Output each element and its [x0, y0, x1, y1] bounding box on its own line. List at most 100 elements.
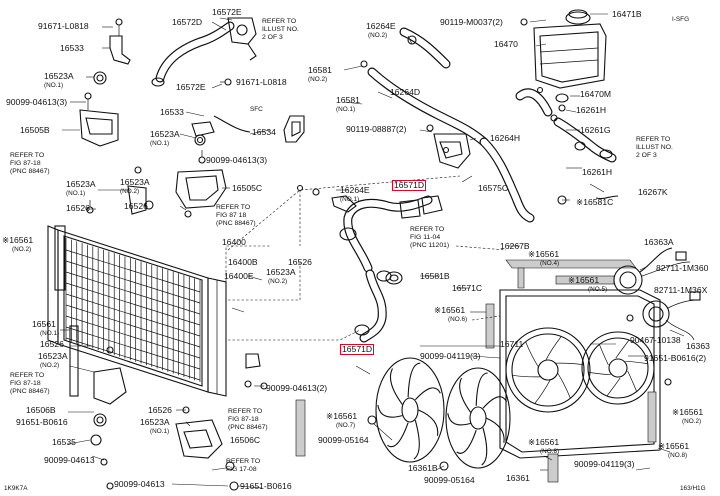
- label-16561-no6-sub: (NO.6): [448, 316, 468, 323]
- label-16470: 16470: [494, 39, 518, 49]
- label-16264e-no1: 16264E: [340, 185, 370, 195]
- label-16506c: 16506C: [230, 435, 261, 445]
- label-16561-no1: 16561: [32, 319, 56, 329]
- label-16505c: 16505C: [232, 183, 263, 193]
- fan-motor-16363a: [613, 247, 691, 295]
- seal-strip: [517, 267, 525, 289]
- label-90119-08887: 90119-08887(2): [346, 124, 407, 134]
- label-16561-no6: ※16561: [434, 305, 466, 315]
- label-16267b: 16267B: [500, 241, 530, 251]
- label-16581-no2-sub: (NO.2): [308, 76, 328, 83]
- label-16523a-no1-b-sub: (NO.1): [150, 140, 170, 147]
- label-90099-04613-2: 90099-04613(2): [266, 383, 328, 393]
- fan-shroud: [499, 289, 661, 459]
- radiator-tube: [65, 337, 201, 381]
- upper-hose-assembly: [296, 184, 443, 343]
- label-16261h-a: 16261H: [576, 105, 607, 115]
- bracket-16505c: [175, 121, 227, 218]
- label-16264e-no2-sub: (NO.2): [368, 32, 388, 39]
- reservoir-hose: [515, 88, 619, 205]
- bypass-hoses: [360, 27, 535, 223]
- label-16561-no7-sub: (NO.7): [336, 422, 356, 429]
- reservoir-tank: [520, 9, 607, 112]
- corner-code-bottom-right: 163/H1G: [680, 485, 706, 492]
- label-16561-no8-a-sub: (NO.8): [540, 448, 560, 455]
- label-16361b: 16361B: [408, 463, 438, 473]
- label-16523a-no2-d: 16523A: [120, 177, 150, 187]
- radiator-brackets: [79, 18, 154, 215]
- label-16572e-b: 16572E: [176, 82, 206, 92]
- shroud-spoke: [525, 341, 539, 368]
- seal-no2-right: [647, 391, 657, 443]
- label-16523a-no2-e: 16523A: [266, 267, 296, 277]
- label-16581b: 16581B: [420, 271, 450, 281]
- leader-lines: [60, 13, 685, 489]
- label-16523a-no2-f-sub: (NO.2): [40, 362, 60, 369]
- label-16581-no2: 16581: [308, 65, 332, 75]
- label-16523a-no1-g-sub: (NO.1): [150, 428, 170, 435]
- label-16523a-no2-e-sub: (NO.2): [268, 278, 288, 285]
- shroud-spoke: [588, 372, 611, 376]
- refer-fig-87-18-b: REFER TO FIG 87 18 (PNC 88467): [216, 204, 256, 227]
- label-16471b: 16471B: [612, 9, 642, 19]
- label-90099-04613-b: 90099-04613: [114, 479, 165, 489]
- fan-blade: [447, 413, 471, 426]
- label-16571d-bottom: 16571D: [340, 344, 375, 355]
- label-16400b: 16400B: [228, 257, 258, 267]
- refer-illust-2of3-b: REFER TO ILLUST NO. 2 OF 3: [636, 136, 673, 159]
- fan-blade: [485, 417, 505, 443]
- fan-blades-16361: [445, 367, 511, 469]
- label-16523a-no2-f: 16523A: [38, 351, 68, 361]
- fan-blade: [482, 396, 508, 409]
- seal-no8: [547, 453, 559, 483]
- label-16523a-no1-c-sub: (NO.1): [66, 190, 86, 197]
- label-16561-no4-sub: (NO.4): [540, 260, 560, 267]
- label-sfc: SFC: [250, 106, 263, 113]
- label-16505b: 16505B: [20, 125, 50, 135]
- hose-16572: [151, 17, 257, 87]
- label-16526-a: 16526: [66, 203, 90, 213]
- shroud-spoke: [555, 362, 584, 366]
- fan-blade: [413, 420, 420, 460]
- radiator-tube: [65, 282, 201, 326]
- fan-blade: [456, 430, 477, 454]
- shroud-spoke: [615, 339, 630, 359]
- label-91671-l0818: 91671-L0818: [38, 21, 89, 31]
- label-90099-04613-3: 90099-04613(3): [6, 97, 68, 107]
- label-16572e: 16572E: [212, 7, 242, 17]
- label-16363a: 16363A: [644, 237, 674, 247]
- label-16561-no8-b: ※16561: [658, 441, 690, 451]
- fan-blade: [407, 362, 421, 398]
- label-16561-no8-b-sub: (NO.8): [668, 452, 688, 459]
- refer-fig-87-18-a: REFER TO FIG 87-18 (PNC 88467): [10, 152, 50, 175]
- label-16561-no4: ※16561: [528, 249, 560, 259]
- label-16261g: 16261G: [580, 125, 611, 135]
- label-16526-c: 16526: [288, 257, 312, 267]
- label-16523a-no1-c: 16523A: [66, 179, 96, 189]
- label-16533-a: 16533: [60, 43, 84, 53]
- fan-blade: [481, 427, 488, 466]
- label-16571d-top: 16571D: [392, 180, 427, 191]
- refer-fig-87-18-d: REFER TO FIG 87-18 (PNC 88467): [228, 408, 268, 431]
- label-16363: 16363: [686, 341, 710, 351]
- label-16264h: 16264H: [490, 133, 521, 143]
- label-16523a-no1-b: 16523A: [150, 129, 180, 139]
- label-16264d: 16264D: [390, 87, 421, 97]
- label-16711: 16711: [500, 339, 524, 349]
- fan-blade: [377, 404, 403, 418]
- label-16561-no7: ※16561: [326, 411, 358, 421]
- label-16400: 16400: [222, 237, 246, 247]
- shroud-spoke: [512, 374, 541, 378]
- label-90119-m0037: 90119-M0037(2): [440, 17, 503, 27]
- label-16361: 16361: [506, 473, 530, 483]
- shroud-spoke: [627, 370, 637, 392]
- fan-blade: [414, 387, 441, 401]
- refer-fig-87-18-c: REFER TO FIG 87-18 (PNC 88467): [10, 372, 50, 395]
- label-16264e-no1-sub: (NO.1): [340, 196, 360, 203]
- seal-no4: [505, 259, 637, 269]
- label-16506b: 16506B: [26, 405, 56, 415]
- shroud-spoke: [606, 377, 621, 397]
- radiator-seal-no2: [54, 225, 66, 291]
- corner-code-top-right: I-SFG: [672, 16, 690, 23]
